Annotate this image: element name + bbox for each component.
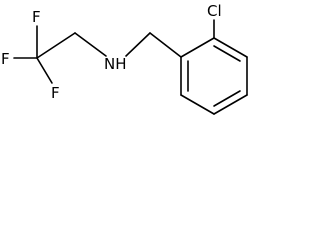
ring-double-bond-1 <box>213 45 241 62</box>
chemical-structure: Cl NH F F F <box>1 2 248 115</box>
bond-cf3-f-bottom <box>36 57 53 84</box>
ring-bond-1 <box>180 37 215 58</box>
bond-cf3-ch2 <box>36 32 76 59</box>
ring-bond-2 <box>213 37 248 58</box>
atom-label-fluorine-top: F <box>32 8 41 26</box>
bond-ch2-ring <box>149 32 182 58</box>
ring-double-bond-2 <box>213 90 241 107</box>
bond-ch2-n <box>74 32 107 57</box>
atom-label-fluorine-left: F <box>1 50 10 68</box>
atom-label-amine: NH <box>104 55 127 73</box>
atom-label-chlorine: Cl <box>207 2 222 20</box>
atom-label-fluorine-bottom: F <box>51 84 60 102</box>
ring-bond-5 <box>180 94 215 115</box>
bond-n-ch2 <box>125 32 151 57</box>
ring-bond-4 <box>213 94 248 115</box>
